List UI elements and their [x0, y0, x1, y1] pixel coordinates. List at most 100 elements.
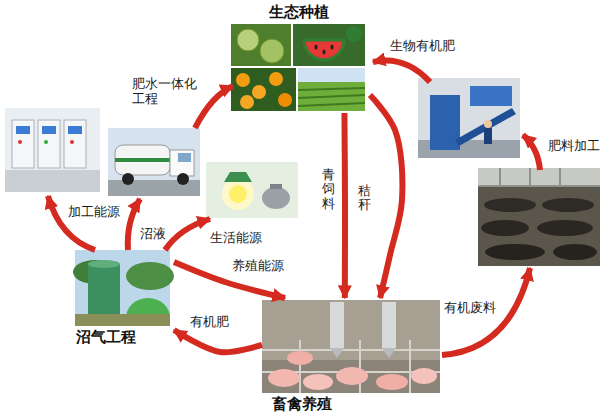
fertilizer-plant-photo-part	[455, 108, 516, 146]
livestock-photo-part	[330, 302, 344, 348]
crop-photo-part	[237, 29, 259, 51]
compost-yard-photo-part	[537, 220, 593, 236]
crop-photo-part	[323, 50, 326, 55]
crop-photo-part	[260, 39, 284, 63]
crop-photo-part	[298, 88, 365, 106]
flow-arrow	[341, 113, 348, 298]
compost-yard-photo-part	[478, 168, 600, 186]
biogas-photo	[73, 250, 174, 326]
truck-photo-part	[108, 128, 200, 196]
fertilizer-plant-photo-part	[418, 78, 520, 158]
crop-photo-part	[230, 23, 366, 112]
photo-node: 畜禽养殖	[262, 298, 442, 415]
control-room-photo-part	[18, 140, 22, 144]
connectors	[174, 95, 402, 352]
compost-yard-photo-part	[485, 244, 545, 260]
crop-photo-part	[252, 85, 266, 99]
flow-arrows-part	[128, 199, 140, 250]
flow-arrow	[174, 330, 262, 352]
crop-photo-part	[278, 93, 292, 107]
crop-photo-part	[298, 82, 365, 111]
fertilizer-plant-photo	[418, 78, 520, 158]
control-room-photo-part	[68, 126, 82, 134]
livestock-photo	[262, 300, 440, 393]
node-heading: 生态种植	[269, 3, 329, 21]
flow-arrow	[370, 95, 402, 298]
flow-label: 肥水一体化工程	[132, 76, 200, 106]
fertilizer-plant-photo-part	[484, 128, 492, 144]
control-room-photo-part	[64, 120, 86, 168]
biogas-photo-part	[75, 314, 170, 326]
node-heading: 畜禽养殖	[272, 395, 332, 413]
flow-label: 加工能源	[68, 204, 120, 219]
flow-arrows-part	[165, 219, 210, 250]
lamp-photo-part	[270, 184, 282, 189]
control-room-photo-part	[5, 108, 100, 192]
fertilizer-plant-photo-part	[430, 95, 460, 150]
control-room-photo-part	[16, 126, 30, 134]
crop-photo-part	[231, 68, 296, 111]
crop-photo-part	[298, 68, 365, 82]
flow-arrows-part	[195, 86, 233, 128]
fertilizer-plant-photo-part	[470, 86, 512, 106]
flow-label: 生物有机肥	[390, 38, 455, 53]
compost-yard-photo-part	[478, 168, 600, 186]
flow-arrows-part	[523, 135, 540, 170]
flow-arrows	[48, 61, 540, 355]
flow-label: 肥料加工	[548, 138, 600, 153]
compost-yard-photo	[478, 168, 600, 266]
livestock-photo-part	[303, 374, 333, 390]
livestock-photo-part	[262, 360, 440, 393]
edge-label: 秸秆	[358, 184, 371, 213]
compost-yard-photo-part	[542, 198, 594, 212]
biogas-photo-part	[126, 262, 174, 290]
crop-photo-part	[231, 24, 291, 66]
livestock-photo-part	[376, 374, 408, 390]
control-room-photo-part	[5, 170, 100, 192]
flow-arrows-part	[442, 268, 530, 355]
crop-photo-part	[293, 24, 365, 66]
truck-photo-part	[170, 150, 194, 176]
livestock-photo-part	[268, 369, 300, 387]
livestock-photo-part	[411, 368, 437, 384]
livestock-photo-part	[330, 348, 344, 358]
control-room-photo-part	[44, 140, 48, 144]
crop-photo	[230, 23, 366, 112]
control-room-photo-part	[42, 126, 56, 134]
lamp-photo	[206, 162, 298, 218]
node-heading: 沼气工程	[76, 328, 136, 346]
control-room-photo	[5, 108, 100, 192]
crop-photo-part	[236, 73, 250, 87]
lamp-photo-part	[206, 162, 298, 218]
flow-label: 有机废料	[444, 300, 496, 315]
livestock-photo-part	[382, 348, 396, 358]
compost-yard-photo-part	[553, 244, 597, 260]
flow-label: 沼液	[140, 226, 166, 241]
truck-photo-part	[115, 145, 170, 175]
crop-photo-part	[346, 26, 362, 42]
livestock-photo-part	[287, 351, 313, 365]
livestock-photo-part	[262, 340, 440, 393]
crop-photo-part	[269, 72, 283, 86]
crop-photo-part	[315, 45, 318, 50]
livestock-photo-part	[336, 367, 368, 385]
livestock-photo-part	[262, 300, 440, 393]
crop-photo-part	[331, 45, 334, 50]
fertilizer-plant-photo-part	[484, 120, 492, 128]
livestock-photo-part	[382, 302, 396, 348]
edge-label: 养殖能源	[232, 258, 284, 273]
control-room-photo-part	[70, 140, 74, 144]
truck-photo-part	[178, 153, 191, 162]
crop-photo-part	[240, 95, 254, 109]
control-room-photo-part	[12, 120, 34, 168]
photo-node: 沼气工程	[72, 248, 174, 348]
biogas-photo-part	[88, 264, 120, 316]
flow-label: 生活能源	[210, 230, 262, 245]
lamp-photo-part	[224, 172, 252, 182]
edge-label: 有机肥	[190, 314, 229, 329]
compost-yard-photo-part	[484, 198, 536, 212]
compost-yard-photo-part	[481, 220, 529, 236]
lamp-photo-part	[222, 178, 254, 210]
lamp-photo-part	[229, 185, 247, 203]
